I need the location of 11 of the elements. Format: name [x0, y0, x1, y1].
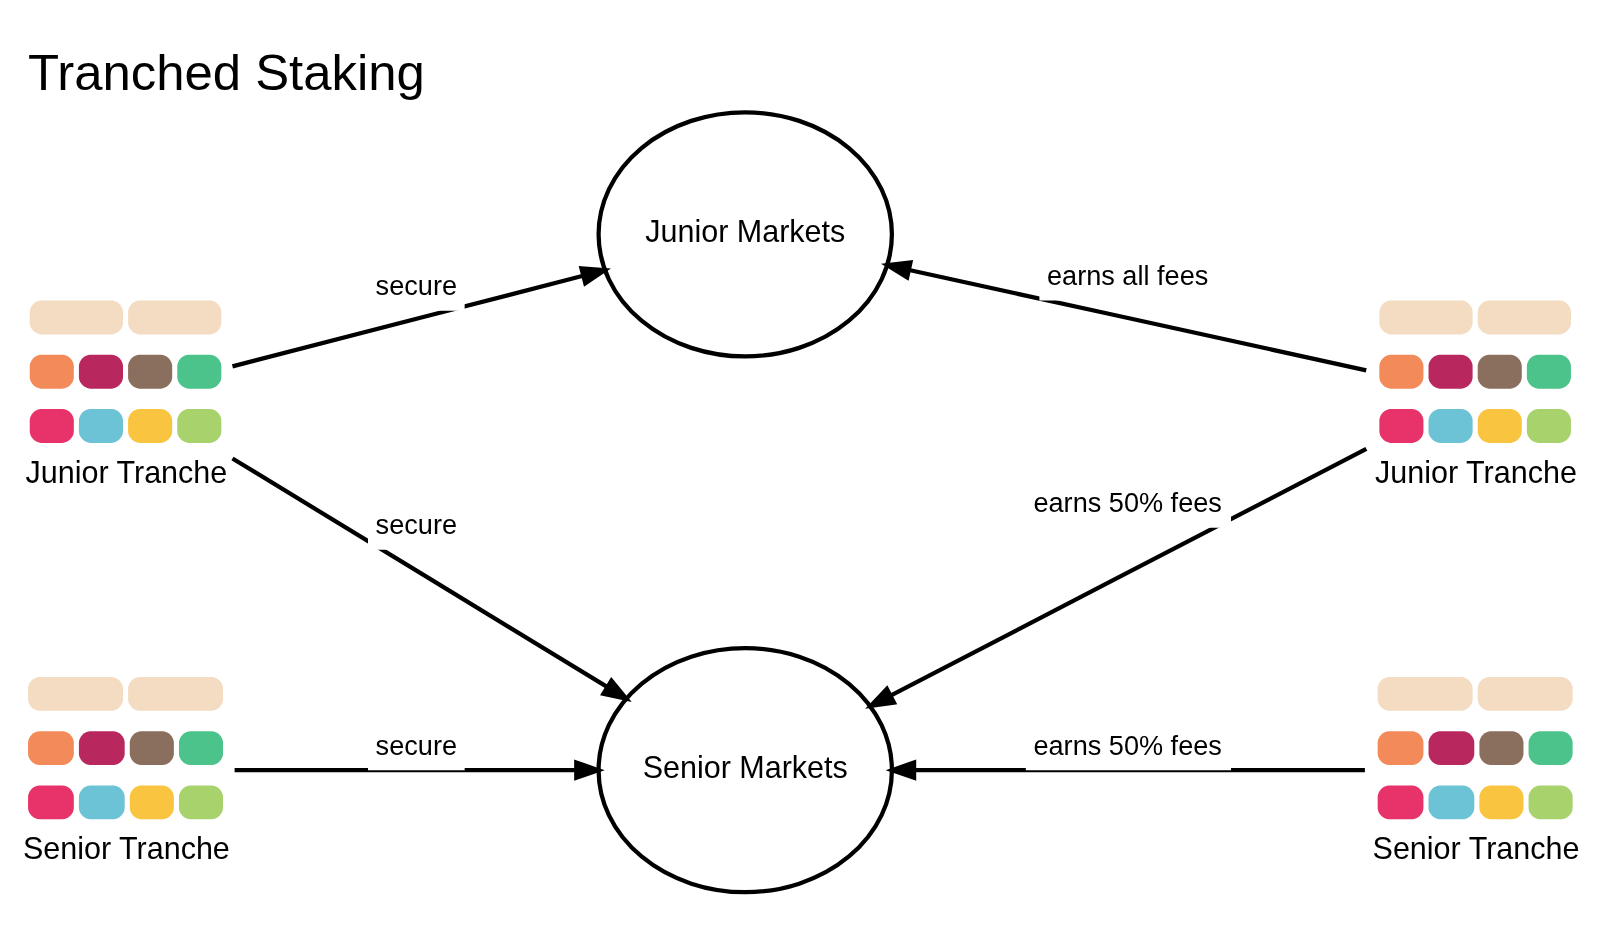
edge-label: secure: [375, 508, 457, 540]
edge-label: earns 50% fees: [1033, 486, 1222, 518]
edge-label: earns all fees: [1047, 259, 1209, 291]
node-label: Senior Tranche: [22, 830, 230, 865]
edge-label: secure: [375, 729, 457, 761]
edge-label: earns 50% fees: [1033, 729, 1222, 761]
diagram-title: Tranched Staking: [28, 43, 425, 101]
node-label: Junior Tranche: [1375, 454, 1577, 489]
edge-label: secure: [375, 269, 457, 301]
node-label: Senior Tranche: [1372, 830, 1580, 865]
node-label: Junior Tranche: [25, 454, 228, 489]
